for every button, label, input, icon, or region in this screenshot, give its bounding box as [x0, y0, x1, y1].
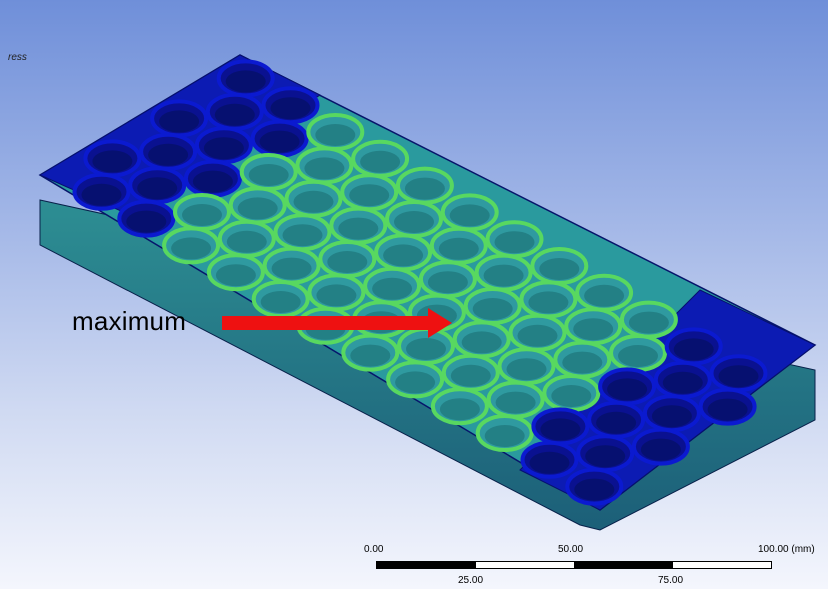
cell-pocket-floor — [225, 70, 266, 93]
cell-pocket-floor — [438, 237, 479, 260]
cell-pocket-floor — [271, 257, 312, 280]
cell-pocket-floor — [596, 411, 637, 434]
cell-pocket-floor — [450, 364, 491, 387]
cell-pocket-floor — [528, 291, 569, 314]
cell-pocket-floor — [394, 211, 434, 233]
cell-pocket-floor — [573, 318, 614, 341]
scale-label-25: 25.00 — [458, 575, 484, 586]
cell-pocket-floor — [539, 258, 580, 280]
cell-pocket-floor — [260, 291, 301, 313]
cell-pocket-floor — [81, 183, 122, 206]
cell-pocket-floor — [406, 338, 446, 360]
cell-pocket-grid — [72, 59, 768, 506]
cell-pocket-floor — [192, 170, 233, 193]
maximum-callout-label: maximum — [72, 306, 187, 336]
cell-pocket-floor — [226, 230, 267, 253]
cell-pocket-floor — [203, 137, 244, 160]
cell-pocket-floor — [215, 264, 256, 287]
cell-pocket-floor — [282, 224, 323, 247]
cell-pocket-floor — [562, 351, 603, 374]
cell-pocket-floor — [148, 143, 189, 166]
cell-pocket-floor — [461, 331, 502, 354]
scale-ruler: 0.00 50.00 100.00 (mm) 25.00 75.00 — [360, 542, 828, 588]
cell-pocket-floor — [338, 217, 379, 240]
cell-pocket-floor — [574, 478, 615, 501]
cell-pocket-floor — [182, 204, 222, 226]
cell-pocket-floor — [304, 157, 345, 180]
cell-pocket-floor — [159, 110, 200, 133]
cell-pocket-floor — [214, 103, 255, 126]
cell-pocket-floor — [540, 418, 581, 441]
cell-pocket-floor — [449, 204, 490, 227]
cell-pocket-floor — [92, 150, 133, 173]
scale-label-0: 0.00 — [364, 544, 384, 555]
scale-bar — [376, 561, 772, 569]
cell-pocket-floor — [372, 277, 413, 300]
cell-pocket-floor — [506, 358, 547, 381]
cell-pocket-floor — [270, 97, 311, 120]
cell-pocket-floor — [707, 398, 748, 421]
cell-pocket-floor — [360, 150, 401, 173]
cell-pocket-floor — [551, 385, 592, 407]
cell-pocket-floor — [126, 210, 167, 233]
cell-pocket-floor — [495, 391, 536, 414]
cell-pocket-floor — [248, 164, 289, 186]
cell-pocket-floor — [640, 438, 681, 461]
cell-pocket-floor — [651, 405, 692, 428]
cell-pocket-floor — [584, 284, 625, 307]
scale-label-100: 100.00 (mm) — [758, 544, 815, 555]
cell-pocket-floor — [628, 311, 669, 334]
cell-pocket-floor — [316, 284, 357, 307]
cell-pocket-floor — [494, 231, 535, 254]
cell-pocket-floor — [484, 425, 525, 447]
result-type-label: ress — [8, 52, 27, 63]
cell-pocket-floor — [349, 184, 390, 207]
cell-pocket-floor — [259, 130, 300, 153]
scale-label-50: 50.00 — [558, 544, 584, 555]
cell-pocket-floor — [427, 271, 468, 294]
cell-pocket-floor — [585, 445, 626, 468]
cell-pocket-floor — [618, 345, 658, 367]
cell-pocket-floor — [383, 244, 424, 267]
cell-pocket-floor — [404, 177, 445, 200]
cell-pocket-floor — [293, 190, 334, 213]
cell-pocket-floor — [662, 371, 703, 394]
cell-pocket-floor — [395, 371, 436, 394]
cell-pocket-floor — [718, 365, 759, 388]
cell-pocket-floor — [673, 338, 714, 361]
cell-pocket-floor — [472, 298, 513, 320]
cell-pocket-floor — [529, 451, 570, 474]
cell-pocket-floor — [237, 197, 278, 220]
scale-label-75: 75.00 — [658, 575, 684, 586]
cell-pocket-floor — [607, 378, 648, 401]
cell-pocket-floor — [483, 264, 524, 287]
cell-pocket-floor — [439, 398, 480, 421]
cell-pocket-floor — [171, 237, 212, 260]
maximum-arrow — [222, 308, 452, 338]
cell-pocket-floor — [315, 124, 356, 146]
cell-pocket-floor — [517, 324, 558, 347]
cell-pocket-floor — [137, 177, 178, 200]
cell-pocket-floor — [350, 344, 391, 367]
cell-pocket-floor — [327, 251, 368, 273]
